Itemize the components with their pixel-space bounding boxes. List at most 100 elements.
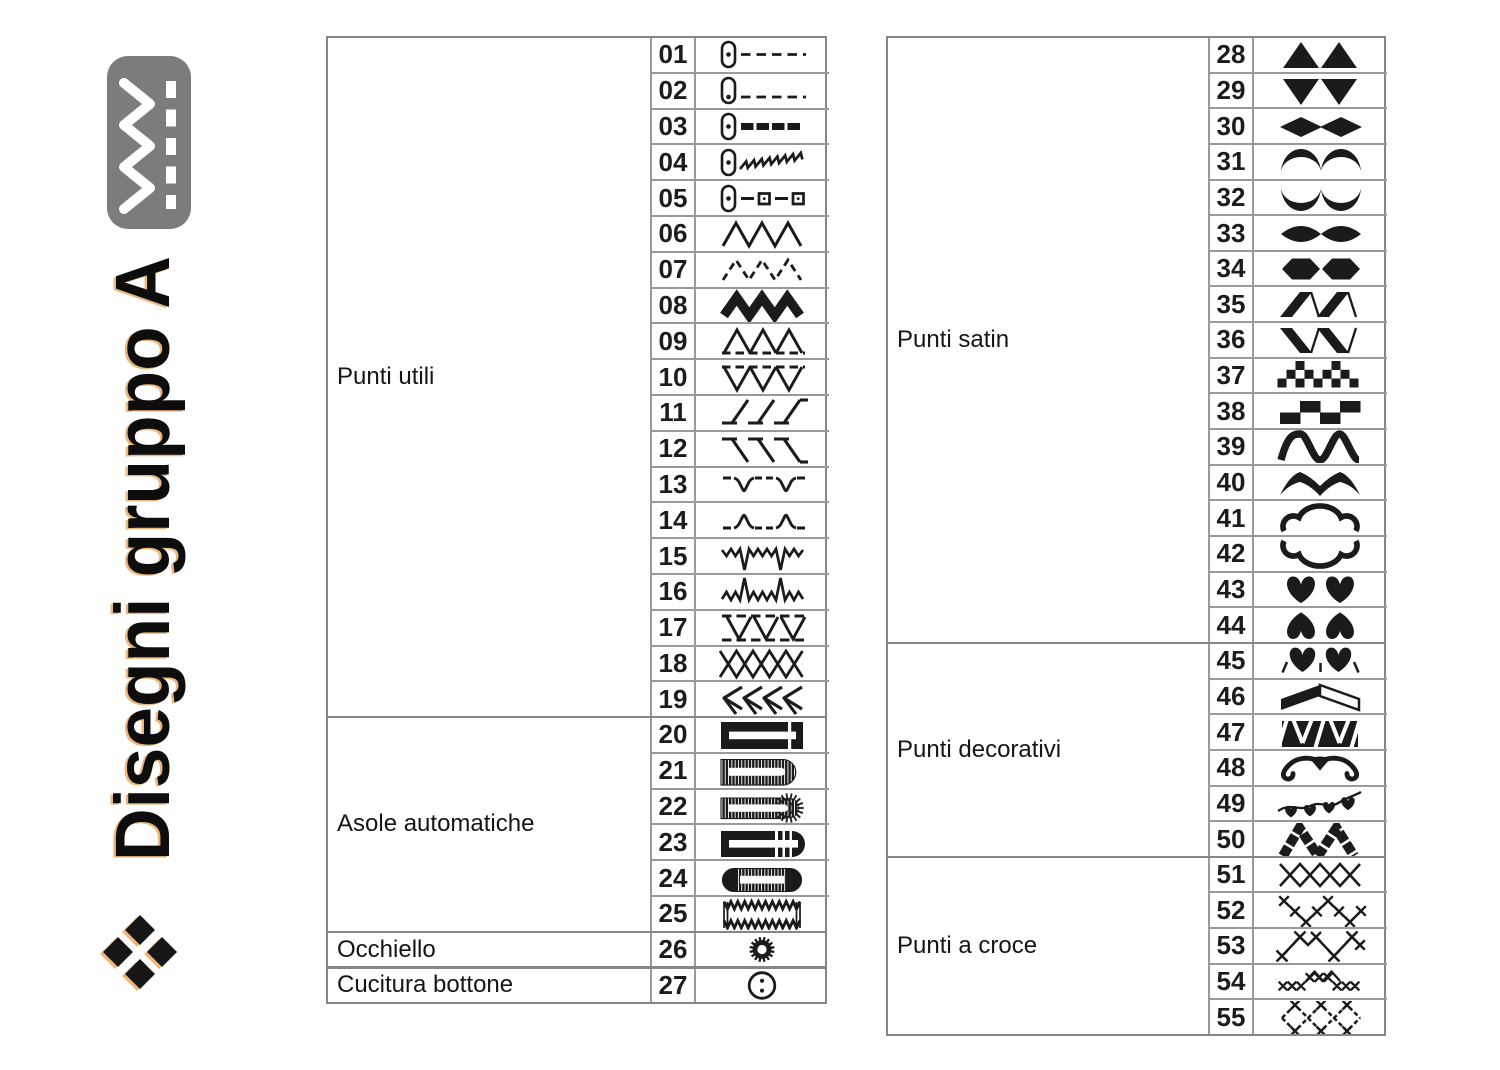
table-row: 20 — [652, 718, 829, 752]
stitch-number: 44 — [1210, 608, 1254, 642]
table-row: 05 — [652, 179, 829, 215]
table-row: 21 — [652, 751, 829, 788]
stitch-11-icon — [696, 396, 829, 430]
stitch-number: 02 — [652, 73, 696, 108]
stitch-54-icon — [1254, 965, 1387, 999]
stitch-glyph-svg — [720, 759, 797, 786]
stitch-number: 33 — [1210, 216, 1254, 250]
stitch-23-icon — [696, 825, 829, 859]
stitch-22-icon — [696, 790, 829, 824]
stitch-number: 45 — [1210, 643, 1254, 678]
stitch-glyph-svg — [721, 257, 803, 283]
stitch-number: 46 — [1210, 679, 1254, 714]
stitch-number: 24 — [652, 861, 696, 895]
stitch-number: 28 — [1210, 38, 1254, 72]
stitch-glyph-svg — [720, 545, 805, 570]
stitch-glyph-svg — [722, 867, 802, 892]
section-label: Cucitura bottone — [337, 971, 514, 999]
table-row: 03 — [652, 107, 829, 144]
stitch-17-icon — [696, 611, 829, 645]
stitch-20-icon — [696, 718, 829, 752]
stitch-glyph-svg — [722, 898, 802, 931]
stitch-number: 16 — [652, 574, 696, 609]
stitch-50-icon — [1254, 822, 1387, 856]
table-row: 32 — [1210, 178, 1387, 215]
stitch-glyph-svg — [722, 326, 805, 355]
stitch-number: 42 — [1210, 536, 1254, 571]
table-row: 09 — [652, 322, 829, 359]
stitch-48-icon — [1254, 751, 1387, 785]
stitch-01-icon — [696, 38, 829, 72]
stitch-39-icon — [1254, 430, 1387, 464]
table-row: 35 — [1210, 285, 1387, 322]
stitch-glyph-svg — [1280, 328, 1358, 354]
section-label: Occhiello — [337, 935, 436, 963]
table-row: 55 — [1210, 998, 1387, 1034]
table-row: 40 — [1210, 463, 1387, 500]
stitch-number: 32 — [1210, 180, 1254, 215]
stitch-number: 20 — [652, 718, 696, 752]
stitch-41-icon — [1254, 501, 1387, 535]
stitch-number: 18 — [652, 646, 696, 681]
stitch-44-icon — [1254, 608, 1387, 642]
stitch-37-icon — [1254, 359, 1387, 393]
stitch-number: 15 — [652, 539, 696, 573]
stitch-number: 11 — [652, 395, 696, 430]
stitch-glyph-svg — [1279, 862, 1361, 889]
stitch-glyph-svg — [721, 220, 803, 250]
section-label: Punti utili — [337, 363, 435, 390]
stitch-glyph-svg — [718, 648, 804, 680]
stitch-glyph-svg — [1280, 116, 1362, 137]
stitch-glyph-svg — [1287, 611, 1354, 639]
stitch-glyph-svg — [720, 41, 806, 69]
section-label: Punti satin — [897, 325, 1010, 353]
table-row: 45 — [1210, 643, 1387, 678]
stitch-12-icon — [696, 432, 829, 466]
stitch-number: 07 — [652, 252, 696, 287]
stitch-07-icon — [696, 253, 829, 287]
section-rows: 20 21 22 23 24 25 — [650, 718, 829, 931]
stitch-number: 47 — [1210, 715, 1254, 749]
table-row: 43 — [1210, 570, 1387, 607]
stitch-13-icon — [696, 468, 829, 502]
table-row: 36 — [1210, 321, 1387, 357]
table-row: 08 — [652, 286, 829, 323]
section-label: Asole automatiche — [337, 810, 535, 838]
table-row: 51 — [1210, 857, 1387, 892]
page-title: Disegni gruppo A — [100, 256, 186, 862]
stitch-number: 09 — [652, 324, 696, 359]
stitch-glyph-svg — [1281, 186, 1361, 211]
table-row: 24 — [652, 859, 829, 895]
stitch-45-icon — [1254, 644, 1387, 678]
stitch-24-icon — [696, 861, 829, 895]
table-row: 10 — [652, 358, 829, 394]
table-row: 23 — [652, 823, 829, 860]
stitch-glyph-svg — [720, 578, 805, 605]
stitch-33-icon — [1254, 216, 1387, 250]
stitch-04-icon — [696, 145, 829, 179]
table-row: 22 — [652, 787, 829, 824]
table-row: 41 — [1210, 499, 1387, 535]
section-label: Punti decorativi — [897, 735, 1062, 763]
stitch-number: 50 — [1210, 822, 1254, 856]
stitch-glyph-svg — [1277, 361, 1359, 388]
badge-zigzag-line — [119, 78, 155, 214]
table-row: 53 — [1210, 927, 1387, 963]
table-row: 44 — [1210, 606, 1387, 642]
stitch-26-icon — [696, 933, 829, 967]
stitch-number: 27 — [652, 968, 696, 1003]
stitch-number: 55 — [1210, 1000, 1254, 1034]
stitch-number: 10 — [652, 360, 696, 394]
stitch-glyph-svg — [1281, 647, 1360, 674]
stitch-number: 43 — [1210, 572, 1254, 607]
stitch-06-icon — [696, 217, 829, 251]
table-row: 17 — [652, 608, 829, 645]
stitch-glyph-svg — [1283, 42, 1357, 69]
table-row: 01 — [652, 38, 829, 72]
